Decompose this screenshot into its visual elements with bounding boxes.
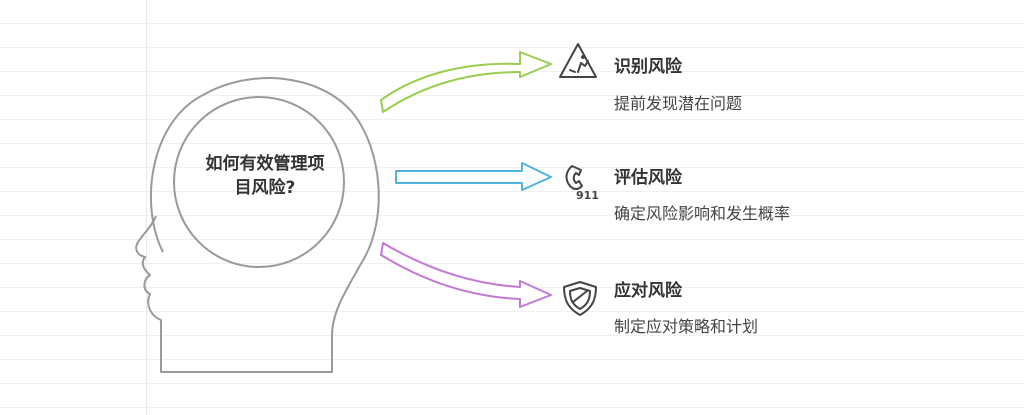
arrow-respond xyxy=(380,242,552,308)
branch-respond-title: 应对风险 xyxy=(614,281,682,301)
center-question-line-2: 目风险? xyxy=(234,178,296,198)
shield-icon xyxy=(563,281,597,316)
question-circle xyxy=(173,96,345,268)
branch-identify-title: 识别风险 xyxy=(614,57,682,77)
branch-assess-description: 确定风险影响和发生概率 xyxy=(614,204,791,223)
branch-identify-description: 提前发现潜在问题 xyxy=(614,94,743,113)
branch-assess-title: 评估风险 xyxy=(614,168,682,188)
emergency-phone-icon-label: 911 xyxy=(576,189,599,202)
center-question-line-1: 如何有效管理项 xyxy=(205,154,325,174)
arrow-identify xyxy=(380,51,552,113)
head-silhouette xyxy=(135,77,380,373)
warning-fall-icon xyxy=(559,43,597,78)
branch-respond-description: 制定应对策略和计划 xyxy=(614,317,759,336)
arrow-assess xyxy=(395,162,552,191)
center-question: 如何有效管理项目风险? xyxy=(180,152,350,200)
emergency-phone-icon xyxy=(565,165,583,190)
